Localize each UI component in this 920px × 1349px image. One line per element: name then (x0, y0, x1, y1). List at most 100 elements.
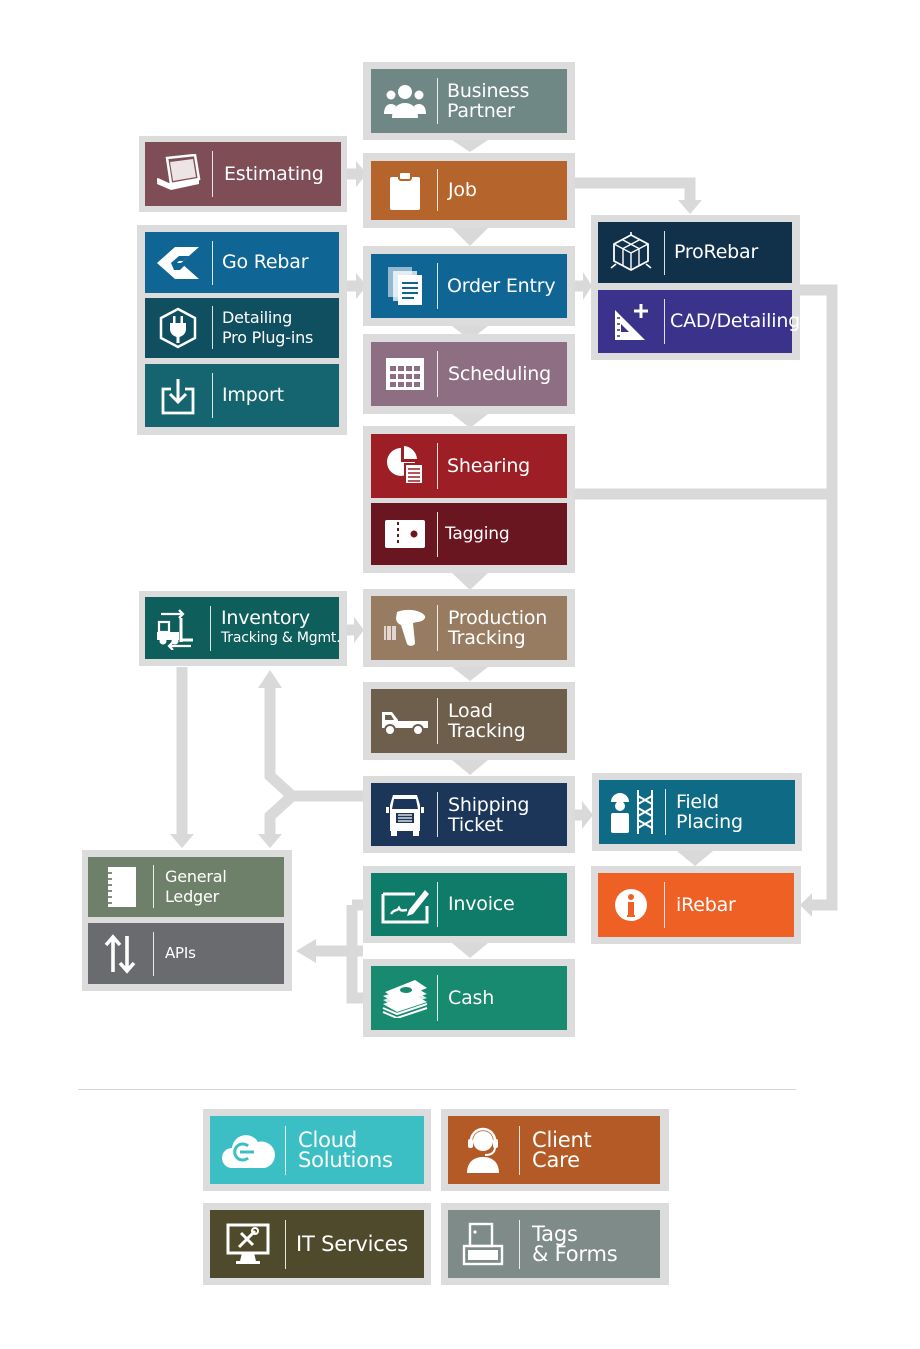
arrowhead (452, 760, 488, 775)
tile-cad-detailing[interactable]: CAD/Detailing (598, 290, 800, 353)
tile-label: ProRebar (674, 222, 758, 283)
connector-line (264, 790, 363, 836)
tile-shearing[interactable]: Shearing (371, 434, 567, 498)
tile-irebar[interactable]: iRebar (598, 873, 794, 937)
arrowhead (356, 273, 367, 299)
tile-import[interactable]: Import (145, 364, 339, 427)
tile-label-line: Tracking (448, 627, 526, 649)
connector-line (264, 686, 296, 801)
irebar-logo-icon (603, 873, 659, 937)
tile-apis[interactable]: APIs (88, 923, 284, 984)
tile-label-line: Inventory (221, 607, 310, 629)
tile-label-line: APIs (165, 944, 196, 962)
tile-separator (285, 1126, 286, 1175)
tile-label-line: Estimating (224, 162, 324, 185)
tile-label-line: Order Entry (447, 274, 556, 297)
tile-label-line: Partner (447, 100, 515, 122)
connector-line (346, 905, 363, 1004)
tile-cash[interactable]: Cash (371, 966, 567, 1030)
calendar-icon (377, 342, 433, 406)
tile-label: Scheduling (448, 342, 551, 406)
cloud-icon (220, 1116, 276, 1184)
users-icon (377, 69, 433, 133)
tile-separator (437, 78, 438, 124)
tile-label: Shearing (447, 434, 530, 498)
tile-label-line: Tags (532, 1222, 578, 1246)
arrowhead (800, 893, 812, 917)
arrowhead (258, 834, 282, 848)
tile-label: IT Services (296, 1210, 408, 1278)
tile-label-line: IT Services (296, 1232, 409, 1256)
tile-label: APIs (165, 923, 196, 984)
tile-tagging[interactable]: Tagging (371, 503, 567, 565)
printer-icon (455, 1210, 511, 1278)
tile-scheduling[interactable]: Scheduling (371, 342, 567, 406)
tile-label-line: Cash (448, 986, 495, 1009)
tile-separator (437, 169, 438, 211)
tile-invoice[interactable]: Invoice (371, 873, 567, 936)
tile-separator (285, 1220, 286, 1269)
arrowhead (296, 939, 316, 963)
tile-label-line: Load (448, 700, 493, 722)
tile-label: Go Rebar (222, 232, 309, 293)
tile-label-line: Import (222, 384, 284, 406)
semi-truck-icon (377, 783, 433, 846)
tile-separator (212, 241, 213, 285)
arrowhead (258, 670, 282, 688)
pie-report-icon (377, 434, 433, 498)
connectors (176, 168, 838, 1004)
worker-icon (604, 780, 660, 844)
arrowhead (452, 667, 488, 681)
arrowhead (354, 617, 364, 643)
arrowhead (452, 140, 488, 152)
tile-label-line: Production (448, 607, 548, 629)
tile-label: Tagging (445, 503, 510, 565)
tile-estimating[interactable]: Estimating (145, 142, 341, 206)
clipboard-icon (377, 161, 433, 220)
import-icon (150, 364, 206, 427)
tile-tags-forms[interactable]: Tags& Forms (448, 1210, 660, 1278)
tile-label-line: Shipping (448, 793, 530, 816)
connector-line (575, 177, 696, 200)
tile-separator (437, 698, 438, 744)
headset-icon (455, 1116, 511, 1184)
arrowhead (452, 573, 488, 590)
plug-icon (150, 298, 206, 358)
tile-job[interactable]: Job (371, 161, 567, 220)
tile-label-line: Invoice (448, 893, 515, 915)
tile-label-line: Tagging (445, 523, 510, 544)
tile-label: Tags& Forms (532, 1210, 618, 1278)
tile-separator (437, 792, 438, 837)
tile-separator (437, 882, 438, 927)
tile-label: Invoice (448, 873, 515, 936)
tile-order-entry[interactable]: Order Entry (371, 254, 567, 318)
tile-label: Cash (448, 966, 494, 1030)
tile-go-rebar[interactable]: Go Rebar (145, 232, 339, 293)
tile-label: iRebar (676, 873, 736, 937)
tile-prorebar[interactable]: ProRebar (598, 222, 792, 283)
tile-label-line: Care (532, 1148, 580, 1172)
arrowheads (170, 140, 812, 963)
tile-separator (437, 351, 438, 397)
tile-it-services[interactable]: IT Services (210, 1210, 424, 1278)
barcode-scanner-icon (377, 596, 433, 660)
arrowhead (452, 943, 488, 958)
tile-label-line: Job (448, 179, 477, 201)
up-down-arrows-icon (92, 923, 148, 984)
